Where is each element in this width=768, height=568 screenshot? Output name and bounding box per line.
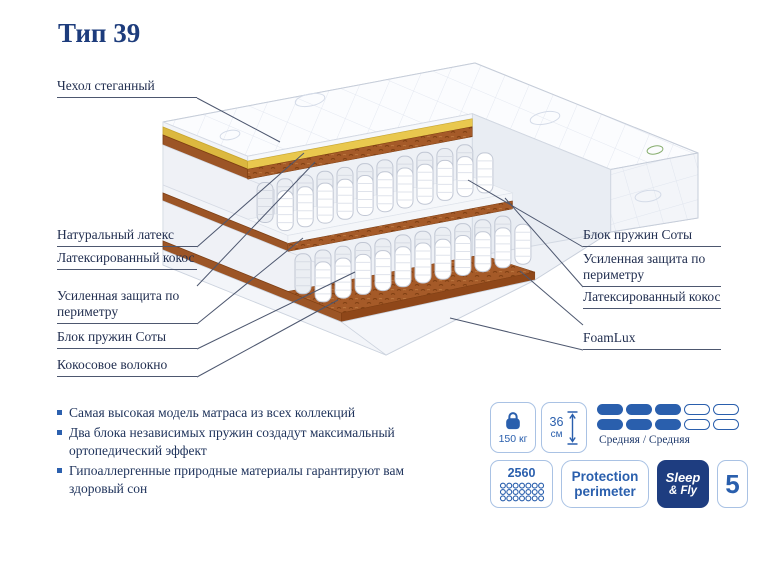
- feature-item: Самая высокая модель матраса из всех кол…: [57, 404, 435, 423]
- label-spring-block-right: Блок пружин Соты: [583, 227, 721, 247]
- firmness-pill-filled: [655, 404, 681, 415]
- firmness-pill-empty: [713, 404, 739, 415]
- firmness-pill-empty: [713, 419, 739, 430]
- firmness-row-top: [597, 404, 748, 415]
- brand-line-2: & Fly: [668, 484, 698, 497]
- kettlebell-icon: [506, 411, 520, 429]
- warranty-years: 5: [725, 468, 740, 499]
- warranty-badge: 5: [717, 460, 748, 508]
- firmness-indicator: Средняя / Средняя: [597, 404, 748, 446]
- coconut-layer-middle: [287, 200, 513, 252]
- firmness-pill-empty: [684, 404, 710, 415]
- firmness-pill-filled: [626, 419, 652, 430]
- max-load-value: 150 кг: [498, 432, 528, 445]
- label-perimeter-protection-left: Усиленная защита по периметру: [57, 288, 197, 324]
- firmness-row-bottom: [597, 419, 748, 430]
- firmness-pill-filled: [655, 419, 681, 430]
- label-quilted-cover: Чехол стеганный: [57, 78, 197, 98]
- label-spring-block-left: Блок пружин Соты: [57, 329, 197, 349]
- label-natural-latex: Натуральный латекс: [57, 227, 197, 247]
- bullet-square: [57, 467, 62, 473]
- firmness-pill-empty: [684, 419, 710, 430]
- protection-line-1: Protection: [571, 469, 639, 484]
- height-spec: 36 см: [541, 402, 587, 453]
- spring-count-spec: 2560: [490, 460, 553, 508]
- foam-base: [340, 279, 535, 356]
- label-perimeter-protection-right: Усиленная защита по периметру: [583, 251, 721, 287]
- middle-slab: [287, 192, 513, 252]
- feature-item: Два блока независимых пружин создадут ма…: [57, 424, 435, 461]
- height-value: 36: [549, 414, 564, 429]
- sleep-and-fly-logo: Sleep & Fly: [657, 460, 709, 508]
- label-coconut-fiber: Кокосовое волокно: [57, 357, 197, 377]
- firmness-pill-filled: [626, 404, 652, 415]
- label-foamlux: FoamLux: [583, 330, 721, 350]
- bullet-square: [57, 429, 62, 435]
- height-double-arrow-icon: [567, 410, 578, 445]
- bullet-square: [57, 410, 62, 415]
- page-title: Тип 39: [58, 18, 141, 48]
- spring-count-value: 2560: [507, 466, 536, 480]
- label-latexed-coconut-left: Латексированный кокос: [57, 250, 197, 270]
- spring-grid-icon: [499, 482, 544, 502]
- specs-panel: 150 кг 36 см Средняя / Средняя: [490, 402, 748, 508]
- height-unit: см: [550, 428, 563, 440]
- firmness-label: Средняя / Средняя: [599, 434, 690, 446]
- label-latexed-coconut-right: Латексированный кокос: [583, 289, 721, 309]
- coconut-layer-top: [247, 126, 473, 180]
- feature-list: Самая высокая модель матраса из всех кол…: [57, 404, 435, 500]
- firmness-pill-filled: [597, 419, 623, 430]
- feature-item: Гипоаллергенные природные материалы гара…: [57, 462, 435, 499]
- brand-line-1: Sleep: [665, 469, 701, 485]
- max-load-spec: 150 кг: [490, 402, 536, 453]
- protection-perimeter-badge: Protection perimeter: [561, 460, 649, 508]
- firmness-pill-filled: [597, 404, 623, 415]
- fabric-watermark-ovals: [219, 92, 664, 203]
- latex-and-coconut-top-edges: [247, 113, 473, 180]
- leader-lines: [196, 97, 584, 378]
- protection-line-2: perimeter: [574, 484, 636, 499]
